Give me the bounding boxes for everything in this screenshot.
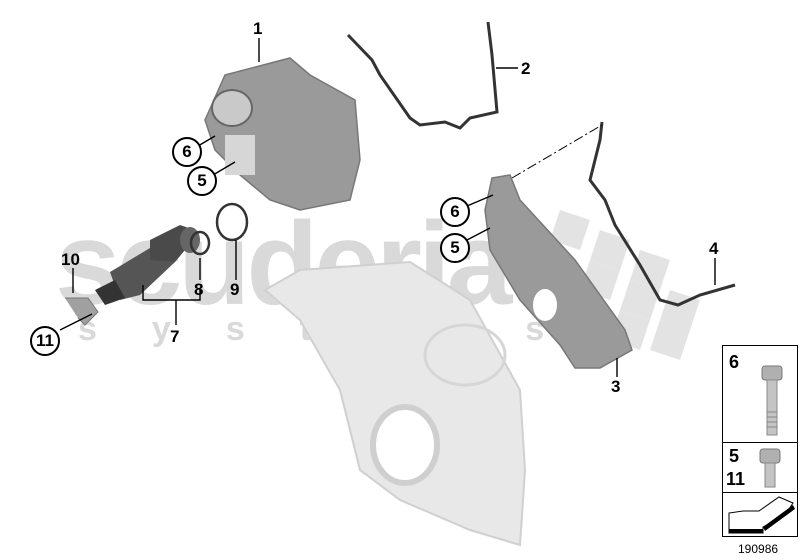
legend-label-5: 5 <box>729 446 740 466</box>
part-4-gasket <box>588 121 736 307</box>
callout-5-side: 5 <box>440 233 470 263</box>
short-hex-bolt-icon <box>759 448 781 488</box>
legend-row-bolt-short: 5 11 <box>723 443 797 493</box>
legend-row-arrow <box>723 493 797 538</box>
checker-watermark <box>550 210 700 360</box>
long-hex-bolt-icon <box>761 365 783 436</box>
callout-2: 2 <box>521 59 531 78</box>
lower-timing-cover <box>263 260 527 547</box>
part-9-o-ring <box>215 202 249 242</box>
part-3-side-cover <box>484 174 633 369</box>
legend-label-6: 6 <box>729 352 740 372</box>
callout-6-upper: 6 <box>172 137 202 167</box>
part-7-solenoid-valve <box>95 225 200 305</box>
callout-4: 4 <box>709 239 719 258</box>
leader-lines <box>59 38 716 377</box>
direction-arrow-icon <box>728 496 795 534</box>
part-1-upper-cover <box>204 57 361 211</box>
part-8-o-ring <box>189 230 211 256</box>
alignment-line <box>511 124 603 179</box>
legend-row-bolt-long: 6 <box>723 346 797 443</box>
callout-10: 10 <box>61 250 80 269</box>
fastener-legend: 6 5 11 <box>722 345 798 537</box>
part-10-clip <box>65 297 99 326</box>
callout-3: 3 <box>611 377 621 396</box>
legend-label-11: 11 <box>726 469 746 489</box>
callout-9: 9 <box>230 280 240 299</box>
callout-1: 1 <box>253 19 263 38</box>
part-2-gasket <box>346 21 499 130</box>
callout-5-upper: 5 <box>187 166 217 196</box>
callout-6-side: 6 <box>440 197 470 227</box>
callout-8: 8 <box>194 280 204 299</box>
callout-11: 11 <box>30 326 60 356</box>
callout-7: 7 <box>170 327 180 346</box>
diagram-id: 190986 <box>738 542 779 556</box>
